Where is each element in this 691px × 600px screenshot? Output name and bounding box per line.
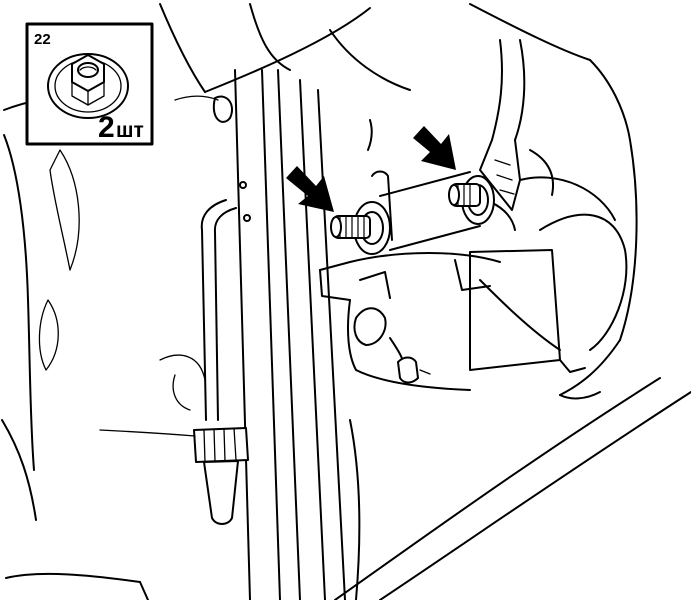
quantity-unit-label: шт: [116, 119, 144, 142]
lower-right-panel: [139, 377, 691, 600]
mounting-brackets: [367, 39, 554, 251]
hose-pipe: [99, 199, 249, 525]
bolt-right: [448, 175, 495, 225]
left-body-panel: [1, 91, 141, 583]
part-inset: 22 2 шт: [25, 22, 154, 146]
arrow-icon-left: [286, 166, 334, 212]
flange-nut-icon: [47, 53, 129, 119]
arrow-icon-right: [413, 126, 456, 170]
part-number-label: 22: [34, 31, 51, 48]
vertical-pillar: [174, 69, 346, 600]
bolt-left: [330, 201, 391, 255]
starter-motor: [319, 176, 628, 391]
upper-panel: [159, 3, 638, 396]
quantity-label: 2: [98, 111, 115, 144]
